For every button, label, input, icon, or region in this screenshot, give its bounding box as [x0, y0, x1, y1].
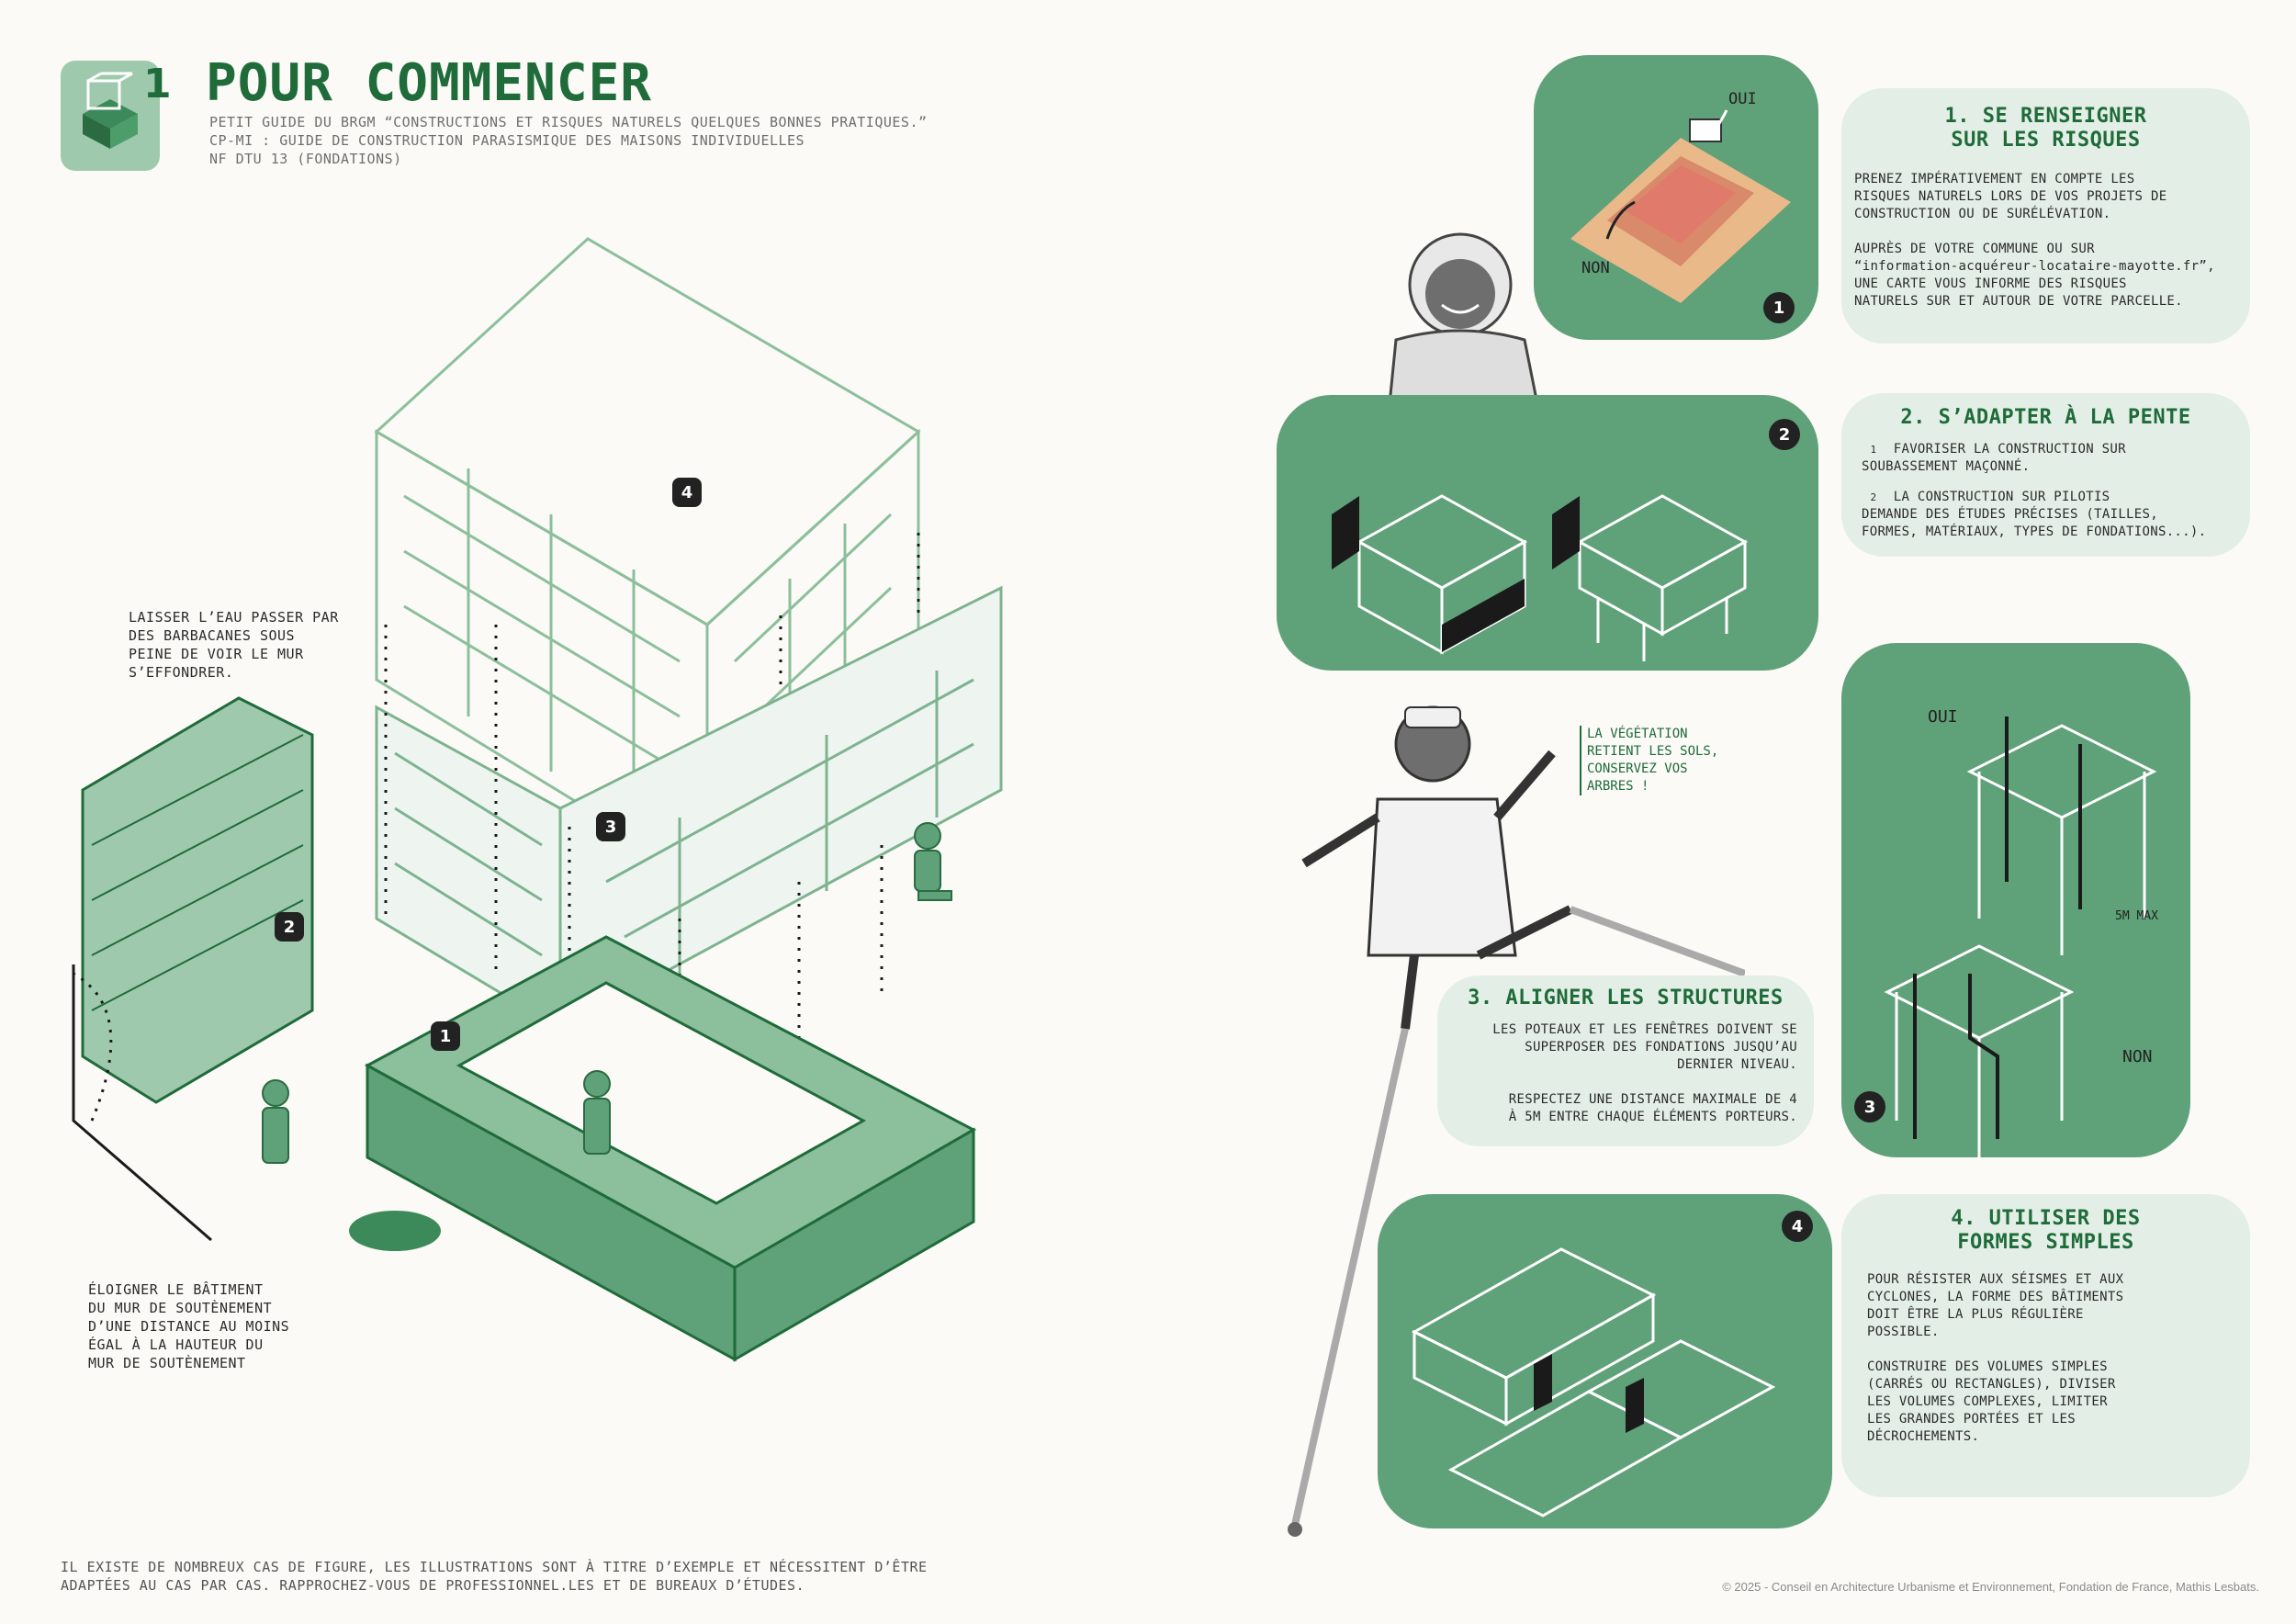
oui-label: OUI: [1728, 90, 1757, 108]
man-on-stilts-character: [1288, 705, 1745, 1537]
page-title: POUR COMMENCER: [206, 53, 653, 113]
simple-volumes-illustration: [1411, 1247, 1776, 1517]
reference-line: NF DTU 13 (FONDATIONS): [209, 151, 402, 167]
card-body: 1 FAVORISER LA CONSTRUCTION SUR SOUBASSE…: [1862, 442, 2207, 539]
marker-3: 3: [596, 812, 625, 841]
simple-shapes-panel: 4: [1378, 1194, 1832, 1528]
distance-note: ÉLOIGNER LE BÂTIMENT DU MUR DE SOUTÈNEME…: [88, 1281, 290, 1371]
oui-label: OUI: [1928, 707, 1958, 727]
non-label: NON: [1581, 259, 1610, 277]
card-number: 3: [1854, 1091, 1885, 1122]
card-number: 2: [1769, 419, 1800, 450]
card-number: 1: [1763, 292, 1795, 323]
section-icon: [61, 61, 160, 171]
structure-alignment-illustration: [1884, 716, 2157, 1157]
marker-1: 1: [431, 1021, 460, 1051]
disclaimer-footer: IL EXISTE DE NOMBREUX CAS DE FIGURE, LES…: [61, 1559, 928, 1594]
marker-2: 2: [275, 912, 304, 942]
non-label: NON: [2122, 1047, 2153, 1066]
barbacanes-note: LAISSER L’EAU PASSER PAR DES BARBACANES …: [129, 609, 339, 681]
dimension-label: 5m MAX: [2115, 909, 2158, 923]
slope-panel: 2: [1277, 395, 1818, 671]
card-number: 4: [1782, 1211, 1813, 1242]
risk-map-illustration: [1570, 109, 1791, 303]
copyright: © 2025 - Conseil en Architecture Urbanis…: [1722, 1580, 2259, 1594]
reference-line: PETIT GUIDE DU BRGM “CONSTRUCTIONS ET RI…: [209, 114, 928, 130]
house-cube-icon: [83, 72, 138, 149]
marker-4: 4: [672, 478, 702, 507]
card-pente: 2. S’ADAPTER À LA PENTE 1 FAVORISER LA C…: [1841, 393, 2250, 557]
exploded-house-illustration: [72, 237, 1003, 1362]
slope-houses-illustration: [1332, 494, 1749, 661]
section-number: 1: [143, 61, 172, 107]
card-structures: 3. ALIGNER LES STRUCTURES LES POTEAUX ET…: [1437, 976, 1814, 1146]
card-title: 3. ALIGNER LES STRUCTURES: [1468, 987, 1784, 1009]
structure-panel: OUI NON 5m MAX 3: [1841, 643, 2190, 1157]
risk-map-panel: OUI NON 1: [1534, 55, 1818, 340]
reference-line: CP-MI : GUIDE DE CONSTRUCTION PARASISMIQ…: [209, 132, 805, 149]
card-title: 2. S’ADAPTER À LA PENTE: [1900, 406, 2191, 429]
